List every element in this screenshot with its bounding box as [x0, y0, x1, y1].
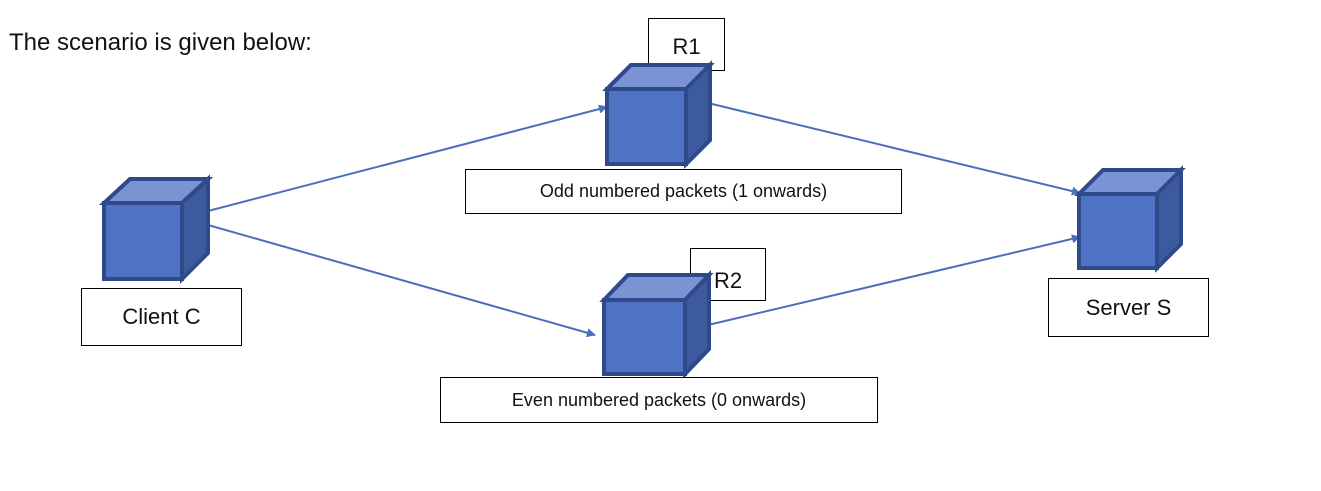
arrow-client-to-r2: [207, 224, 596, 338]
server-label: Server S: [1048, 278, 1209, 337]
arrow-r1-to-server: [707, 102, 1081, 196]
r1-cube-icon: [602, 60, 715, 169]
server-cube-icon: [1074, 165, 1186, 273]
client-label: Client C: [81, 288, 242, 346]
client-cube-icon: [98, 174, 214, 284]
arrow-client-to-r1: [207, 104, 608, 212]
intro-text: The scenario is given below:: [9, 29, 312, 56]
r2-label: R2: [690, 248, 766, 301]
r1-note: Odd numbered packets (1 onwards): [465, 169, 902, 214]
r1-label: R1: [648, 18, 725, 71]
r2-note: Even numbered packets (0 onwards): [440, 377, 878, 423]
arrow-r2-to-server: [707, 234, 1081, 326]
